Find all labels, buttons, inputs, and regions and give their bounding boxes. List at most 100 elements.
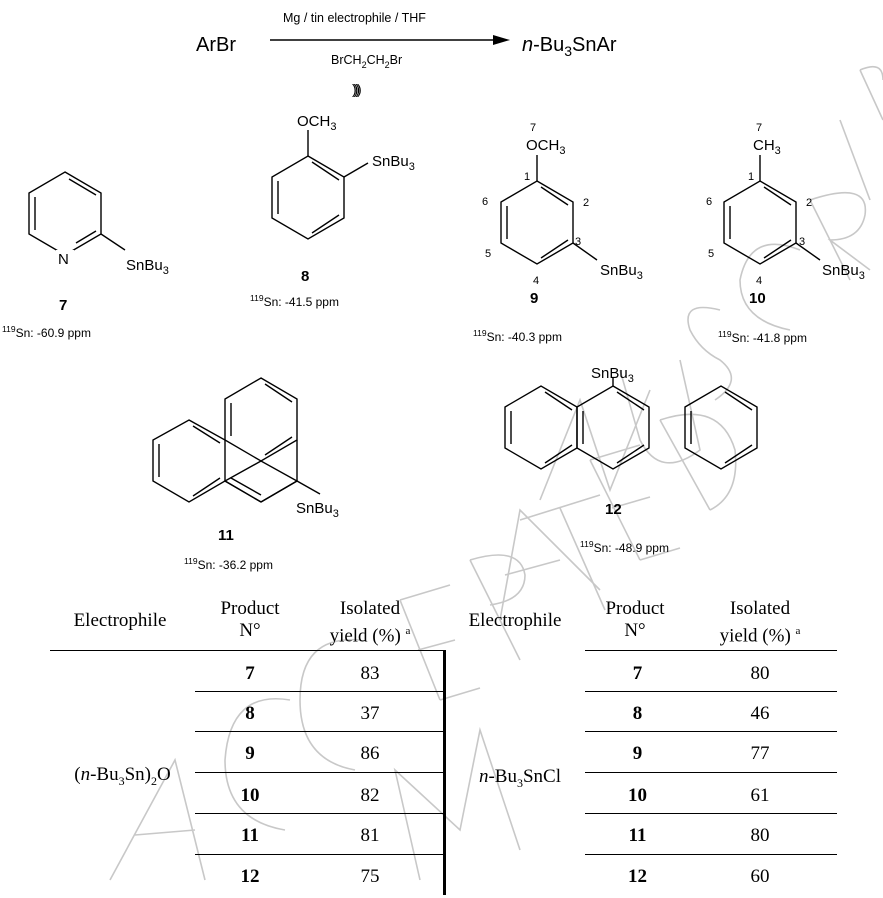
header-product-left-2: N°	[239, 620, 261, 641]
reagents-below: BrCH2CH2Br	[331, 53, 402, 70]
compound-11-number: 11	[218, 527, 234, 544]
left-row-3-yield: 86	[360, 743, 380, 764]
yield-table: Electrophile Product N° Isolated yield (…	[0, 590, 883, 895]
compound-12-substituent: SnBu3	[591, 365, 634, 385]
compound-10-substituent: SnBu3	[822, 262, 865, 282]
header-yield-right-2: yield (%) a	[719, 625, 801, 647]
compound-9-label-3: 3	[575, 236, 581, 248]
compound-9-nmr: 119Sn: -40.3 ppm	[473, 328, 562, 344]
compound-10-number: 10	[749, 290, 766, 307]
compound-9-label-1: 1	[524, 171, 530, 183]
compound-10-label-7: 7	[756, 122, 762, 134]
right-row-rule	[585, 854, 837, 855]
left-row-5-product: 11	[241, 825, 259, 846]
right-row-4-yield: 61	[750, 785, 770, 806]
compound-7-substituent: SnBu3	[126, 257, 169, 277]
compound-11-nmr: 119Sn: -36.2 ppm	[184, 556, 273, 572]
left-row-4-product: 10	[240, 785, 260, 806]
table-divider	[443, 650, 446, 895]
compound-8-substituent: SnBu3	[372, 153, 415, 173]
left-row-5-yield: 81	[360, 825, 380, 846]
arrow-head-icon	[493, 35, 510, 45]
compound-8-structure	[271, 130, 369, 240]
compound-12-structure	[504, 378, 758, 470]
compound-9-number: 9	[530, 290, 538, 307]
right-row-3-product: 9	[632, 743, 643, 764]
compound-7-ring-atom: N	[58, 251, 69, 268]
compound-7-structure	[28, 171, 126, 256]
compound-9-substituent: SnBu3	[600, 262, 643, 282]
compound-9-label-2: 2	[583, 197, 589, 209]
right-row-rule	[585, 813, 837, 814]
compound-11-substituent: SnBu3	[296, 500, 339, 520]
compound-9-label-4: 4	[533, 275, 539, 287]
compound-10-top-group: CH3	[753, 137, 781, 157]
right-row-4-product: 10	[628, 785, 647, 806]
left-row-2-yield: 37	[360, 703, 380, 724]
header-rule-right	[585, 650, 837, 651]
header-product-right-1: Product	[605, 598, 665, 619]
left-row-rule	[195, 854, 443, 855]
compound-10-label-3: 3	[799, 236, 805, 248]
right-row-rule	[585, 691, 837, 692]
compound-8-top-group: OCH3	[297, 113, 336, 133]
right-row-2-yield: 46	[750, 703, 770, 724]
left-row-6-yield: 75	[360, 866, 380, 887]
compound-10-nmr: 119Sn: -41.8 ppm	[718, 329, 807, 345]
right-row-1-yield: 80	[750, 663, 770, 684]
compound-7-nmr: 119Sn: -60.9 ppm	[2, 324, 91, 340]
compound-10-label-1: 1	[748, 171, 754, 183]
right-row-rule	[585, 772, 837, 773]
left-row-3-product: 9	[245, 743, 255, 764]
reagents-above: Mg / tin electrophile / THF	[283, 11, 426, 25]
left-row-4-yield: 82	[360, 785, 380, 806]
left-row-rule	[195, 731, 443, 732]
compound-9-top-group: OCH3	[526, 137, 565, 157]
header-product-right-2: N°	[624, 620, 646, 641]
right-row-1-product: 7	[632, 663, 643, 684]
left-row-rule	[195, 813, 443, 814]
header-yield-left-2: yield (%) a	[329, 625, 411, 647]
compound-10-label-2: 2	[806, 197, 812, 209]
electrophile-right: n-Bu3SnCl	[478, 766, 562, 790]
right-row-6-yield: 60	[750, 866, 770, 887]
header-electrophile-left: Electrophile	[73, 610, 167, 631]
right-row-rule	[585, 731, 837, 732]
compound-9-label-6: 6	[482, 196, 488, 208]
header-yield-right-1: Isolated	[729, 598, 791, 619]
compound-12-nmr: 119Sn: -48.9 ppm	[580, 539, 669, 555]
reactant-label: ArBr	[196, 34, 236, 56]
electrophile-left: (n-Bu3Sn)2O	[74, 764, 171, 788]
left-row-2-product: 8	[245, 703, 255, 724]
compound-11-structure	[152, 377, 321, 503]
compound-10-label-5: 5	[708, 248, 714, 260]
right-row-6-product: 12	[628, 866, 647, 887]
header-product-left-1: Product	[220, 598, 280, 619]
right-row-2-product: 8	[632, 703, 643, 724]
sonication-icon: ))))	[352, 81, 361, 97]
compound-9-structure	[500, 155, 598, 265]
compound-8-number: 8	[301, 268, 309, 285]
left-row-1-product: 7	[245, 663, 255, 684]
compound-10-label-6: 6	[706, 196, 712, 208]
left-row-rule	[195, 691, 443, 692]
left-row-1-yield: 83	[360, 663, 380, 684]
compound-8-nmr: 119Sn: -41.5 ppm	[250, 293, 339, 309]
left-row-rule	[195, 772, 443, 773]
compound-10-label-4: 4	[756, 275, 762, 287]
compound-10-structure	[723, 155, 821, 265]
header-rule-left	[50, 650, 443, 651]
left-row-6-product: 12	[240, 866, 260, 887]
header-electrophile-right: Electrophile	[468, 610, 562, 631]
compound-12-number: 12	[605, 501, 622, 518]
right-row-3-yield: 77	[750, 743, 770, 764]
compound-7-number: 7	[59, 297, 67, 314]
compound-9-label-7: 7	[530, 122, 536, 134]
compound-9-label-5: 5	[485, 248, 491, 260]
product-label: n-Bu3SnAr	[522, 34, 617, 59]
header-yield-left-1: Isolated	[339, 598, 401, 619]
right-row-5-yield: 80	[750, 825, 770, 846]
right-row-5-product: 11	[628, 825, 647, 846]
